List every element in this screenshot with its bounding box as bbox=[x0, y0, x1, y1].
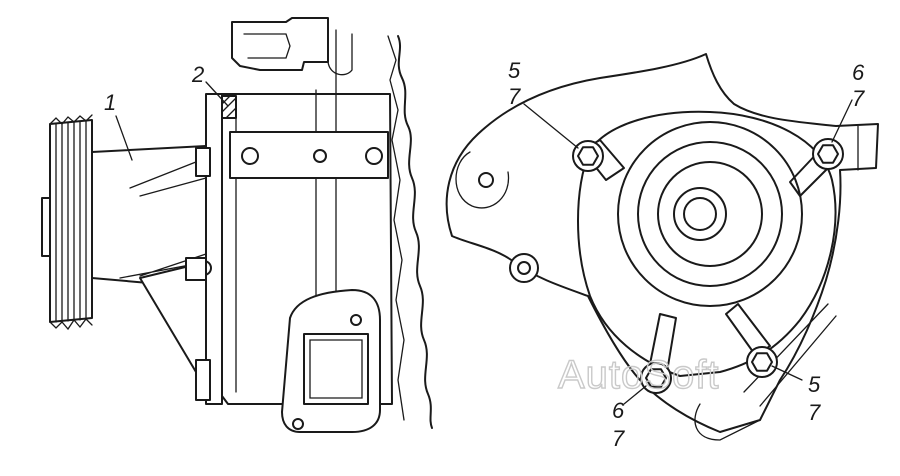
leader-line-tr bbox=[831, 99, 853, 143]
impeller-ring-mid bbox=[637, 141, 783, 287]
callout-left-1: 1 bbox=[104, 90, 116, 115]
pump-cover-plate bbox=[577, 110, 837, 377]
callout-left-2: 2 bbox=[191, 62, 204, 87]
leader-line-br bbox=[771, 365, 803, 381]
engine-block-break-edge-inner bbox=[387, 35, 405, 421]
top-bracket bbox=[231, 17, 329, 71]
callout-br-5: 5 bbox=[808, 372, 821, 397]
hex-bolt-bottom-right bbox=[746, 346, 778, 378]
housing-strap bbox=[229, 131, 389, 179]
ear-hole-left bbox=[478, 172, 494, 188]
callout-tl-5: 5 bbox=[508, 58, 521, 83]
leader-line-2 bbox=[205, 81, 229, 107]
strap-bolt bbox=[241, 147, 259, 165]
pump-flange-plate bbox=[205, 93, 223, 405]
neck-ribs bbox=[119, 157, 207, 279]
top-bracket-detail bbox=[243, 33, 291, 59]
housing-channel bbox=[327, 33, 353, 76]
leader-line-tl bbox=[523, 103, 579, 149]
housing-ear-left bbox=[455, 151, 510, 209]
strap-bolt bbox=[313, 149, 327, 163]
pulley-hub bbox=[41, 197, 51, 257]
shaft-bore bbox=[683, 197, 717, 231]
impeller-ring-outer bbox=[617, 121, 803, 307]
watermark: AutoSoft bbox=[558, 353, 719, 397]
callout-tr-6: 6 bbox=[852, 60, 865, 85]
hex-bolt-top-left bbox=[572, 140, 604, 172]
outlet-bolt-hole bbox=[292, 418, 304, 430]
callout-tr-7: 7 bbox=[852, 86, 865, 111]
side-view bbox=[41, 17, 433, 433]
outlet-port bbox=[303, 333, 369, 405]
engine-block-break-edge bbox=[397, 35, 433, 429]
hex-bolt-bottom-left bbox=[640, 362, 672, 394]
outlet-port-inner bbox=[309, 339, 363, 399]
ear-hole-lower bbox=[517, 261, 531, 275]
callout-bl-7: 7 bbox=[612, 426, 625, 451]
pulley-groove-top bbox=[49, 114, 93, 125]
right-pipe-stub bbox=[835, 123, 879, 171]
outlet-bolt-hole bbox=[350, 314, 362, 326]
leader-line-1 bbox=[115, 115, 133, 161]
impeller-ring-inner bbox=[657, 161, 763, 267]
pulley-grooves bbox=[55, 120, 87, 323]
pulley-groove-bottom bbox=[49, 318, 93, 331]
callout-tl-7: 7 bbox=[508, 84, 521, 109]
callout-bl-6: 6 bbox=[612, 398, 625, 423]
callout-br-7: 7 bbox=[808, 400, 821, 425]
neck-boss bbox=[185, 257, 207, 281]
gasket-hatch bbox=[221, 95, 237, 119]
flange-bolt-head-lower bbox=[195, 359, 211, 401]
strap-bolt bbox=[365, 147, 383, 165]
leader-line-bl bbox=[623, 385, 647, 405]
flange-bolt-head-upper bbox=[195, 147, 211, 177]
front-view bbox=[445, 53, 879, 441]
hex-bolt-top-right bbox=[812, 138, 844, 170]
